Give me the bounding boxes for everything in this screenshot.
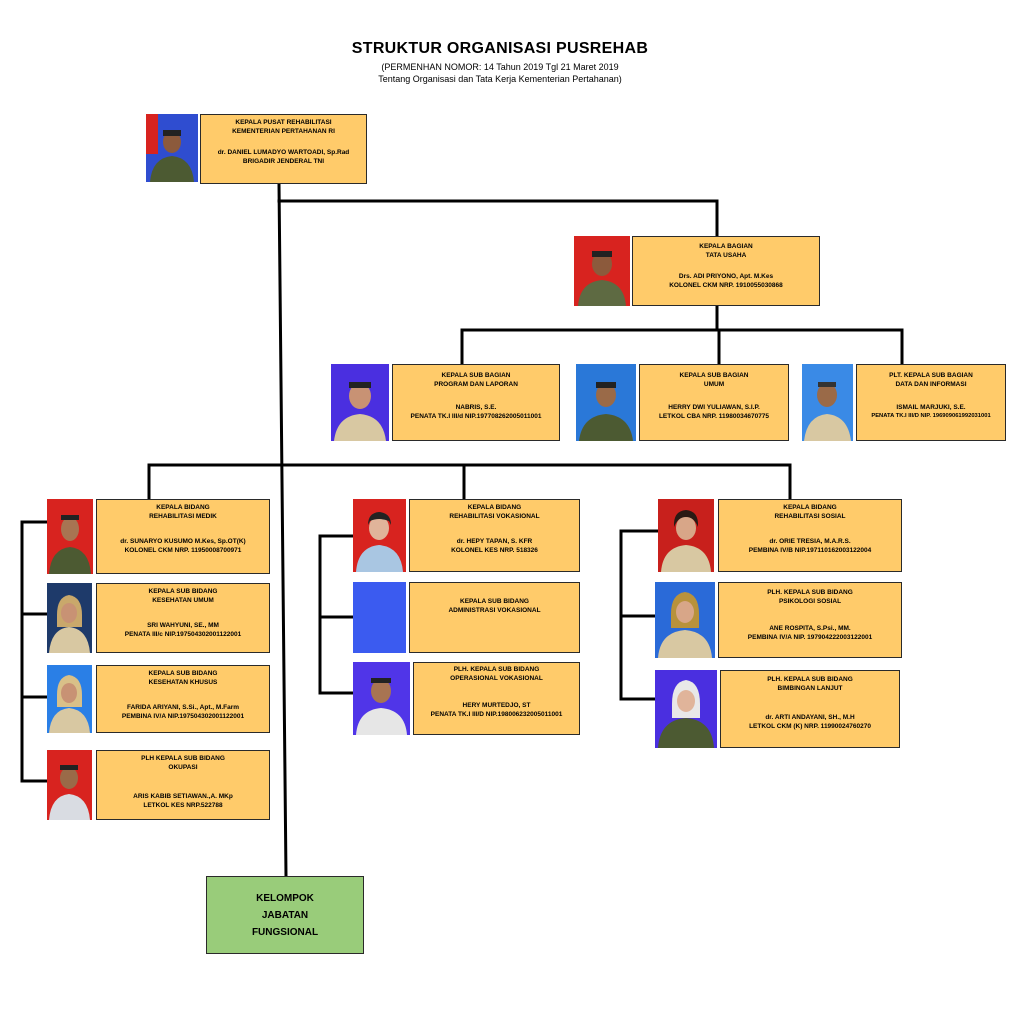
sos-psikologi-title-2: PSIKOLOGI SOSIAL (778, 598, 842, 605)
subbag-umum-name: HERRY DWI YULIAWAN, S.I.P. (668, 404, 760, 411)
vok-operasional-name: HERY MURTEDJO, ST (462, 702, 531, 709)
subbag-umum-photo (576, 364, 636, 441)
medik-kesum-title-1: KEPALA SUB BIDANG (148, 588, 218, 595)
subbag-data-title-2: DATA DAN INFORMASI (895, 381, 967, 388)
sos-kabid-name: dr. ORIE TRESIA, M.A.R.S. (769, 538, 851, 545)
sos-kabid-photo (658, 499, 714, 572)
medik-kesum-name: SRI WAHYUNI, SE., MM (147, 622, 219, 629)
subbag-program-title-1: KEPALA SUB BAGIAN (441, 372, 511, 379)
vok-admin-title-2: ADMINISTRASI VOKASIONAL (448, 607, 541, 614)
medik-okupasi-title-2: OKUPASI (168, 764, 198, 771)
subbag-umum-title-1: KEPALA SUB BAGIAN (679, 372, 749, 379)
fungsional-line-1: KELOMPOK (256, 892, 314, 904)
medik-kabid-box: KEPALA BIDANG REHABILITASI MEDIK dr. SUN… (96, 499, 270, 574)
subbag-program-box: KEPALA SUB BAGIAN PROGRAM DAN LAPORAN NA… (392, 364, 560, 441)
medik-kabid-rank: KOLONEL CKM NRP. 11950008700971 (124, 547, 242, 554)
sos-kabid-title-1: KEPALA BIDANG (783, 504, 837, 511)
subbag-program-name: NABRIS, S.E. (455, 404, 497, 411)
sos-bimbingan-title-2: BIMBINGAN LANJUT (777, 685, 843, 692)
medik-kesum-rank: PENATA III/c NIP.197504302001122001 (124, 631, 242, 638)
tu-rank: KOLONEL CKM NRP. 1910055030868 (669, 282, 783, 289)
vok-operasional-box: PLH. KEPALA SUB BIDANG OPERASIONAL VOKAS… (413, 662, 580, 735)
medik-keskhusus-box: KEPALA SUB BIDANG KESEHATAN KHUSUS FARID… (96, 665, 270, 733)
tu-box: KEPALA BAGIAN TATA USAHA Drs. ADI PRIYON… (632, 236, 820, 306)
subbag-data-title-1: PLT. KEPALA SUB BAGIAN (889, 372, 973, 379)
medik-okupasi-photo (47, 750, 92, 820)
vok-admin-title-1: KEPALA SUB BIDANG (460, 598, 529, 605)
vok-kabid-rank: KOLONEL KES NRP. 518326 (451, 547, 538, 554)
fungsional-line-3: FUNGSIONAL (251, 926, 319, 938)
vok-kabid-name: dr. HEPY TAPAN, S. KFR (456, 538, 533, 545)
tu-title-1: KEPALA BAGIAN (699, 243, 753, 250)
vok-admin-photo (353, 582, 406, 653)
subbag-data-name: ISMAIL MARJUKI, S.E. (896, 404, 966, 411)
vok-operasional-title-2: OPERASIONAL VOKASIONAL (450, 675, 543, 682)
head-photo (146, 114, 198, 182)
medik-kabid-name: dr. SUNARYO KUSUMO M.Kes, Sp.OT(K) (120, 538, 246, 545)
sos-bimbingan-photo (655, 670, 717, 748)
vok-kabid-photo (353, 499, 406, 572)
tu-name: Drs. ADI PRIYONO, Apt. M.Kes (678, 273, 774, 280)
subbag-umum-rank: LETKOL CBA NRP. 11980034670775 (658, 413, 770, 420)
chart-subtitle-1: (PERMENHAN NOMOR: 14 Tahun 2019 Tgl 21 M… (381, 62, 619, 72)
sos-psikologi-name: ANE ROSPITA, S.Psi., MM. (769, 625, 851, 632)
subbag-data-rank: PENATA TK.I III/D NIP. 19690906199203100… (871, 413, 991, 419)
subbag-umum-box: KEPALA SUB BAGIAN UMUM HERRY DWI YULIAWA… (639, 364, 789, 441)
head-name: dr. DANIEL LUMADYO WARTOADI, Sp.Rad (217, 149, 350, 156)
sos-psikologi-rank: PEMBINA IV/A NIP. 197904222003122001 (747, 634, 873, 641)
head-title-2: KEMENTERIAN PERTAHANAN RI (232, 128, 335, 135)
medik-keskhusus-photo (47, 665, 92, 733)
medik-keskhusus-rank: PEMBINA IV/A NIP.197504302001122001 (121, 713, 245, 720)
fungsional-box: KELOMPOK JABATAN FUNGSIONAL (206, 876, 364, 954)
subbag-umum-title-2: UMUM (703, 381, 725, 388)
subbag-data-photo (802, 364, 853, 441)
chart-title: STRUKTUR ORGANISASI PUSREHAB (351, 40, 649, 57)
medik-kesum-photo (47, 583, 92, 653)
medik-kabid-photo (47, 499, 93, 574)
sos-bimbingan-box: PLH. KEPALA SUB BIDANG BIMBINGAN LANJUT … (720, 670, 900, 748)
vok-operasional-photo (353, 662, 410, 735)
subbag-program-title-2: PROGRAM DAN LAPORAN (434, 381, 518, 388)
medik-okupasi-title-1: PLH KEPALA SUB BIDANG (141, 755, 225, 762)
chart-subtitle-2: Tentang Organisasi dan Tata Kerja Kement… (378, 74, 622, 84)
sos-psikologi-box: PLH. KEPALA SUB BIDANG PSIKOLOGI SOSIAL … (718, 582, 902, 658)
sos-kabid-rank: PEMBINA IV/B NIP.197110162003122004 (748, 547, 872, 554)
head-box: KEPALA PUSAT REHABILITASI KEMENTERIAN PE… (200, 114, 367, 184)
medik-kesum-title-2: KESEHATAN UMUM (152, 597, 214, 604)
head-title-1: KEPALA PUSAT REHABILITASI (235, 119, 332, 126)
sos-psikologi-title-1: PLH. KEPALA SUB BIDANG (767, 589, 853, 596)
tu-photo (574, 236, 630, 306)
vok-kabid-box: KEPALA BIDANG REHABILITASI VOKASIONAL dr… (409, 499, 580, 572)
medik-okupasi-rank: LETKOL KES NRP.522788 (143, 802, 223, 809)
sos-kabid-title-2: REHABILITASI SOSIAL (774, 513, 846, 520)
medik-keskhusus-title-1: KEPALA SUB BIDANG (148, 670, 218, 677)
vok-kabid-title-2: REHABILITASI VOKASIONAL (449, 513, 540, 520)
vok-admin-box: KEPALA SUB BIDANG ADMINISTRASI VOKASIONA… (409, 582, 580, 653)
vok-operasional-rank: PENATA TK.I III/D NIP.198006232005011001 (430, 711, 563, 718)
fungsional-line-2: JABATAN (261, 909, 309, 921)
sos-psikologi-photo (655, 582, 715, 658)
sos-bimbingan-rank: LETKOL CKM (K) NRP. 11990024760270 (749, 723, 871, 730)
medik-kesum-box: KEPALA SUB BIDANG KESEHATAN UMUM SRI WAH… (96, 583, 270, 653)
sos-bimbingan-name: dr. ARTI ANDAYANI, SH., M.H (765, 714, 855, 721)
tu-title-2: TATA USAHA (705, 252, 747, 259)
vok-kabid-title-1: KEPALA BIDANG (467, 504, 522, 511)
vok-operasional-title-1: PLH. KEPALA SUB BIDANG (453, 666, 540, 673)
sos-bimbingan-title-1: PLH. KEPALA SUB BIDANG (767, 676, 853, 683)
medik-okupasi-box: PLH KEPALA SUB BIDANG OKUPASI ARIS KABIB… (96, 750, 270, 820)
medik-kabid-title-1: KEPALA BIDANG (156, 504, 210, 511)
head-rank: BRIGADIR JENDERAL TNI (242, 158, 325, 165)
medik-kabid-title-2: REHABILITASI MEDIK (149, 513, 217, 520)
medik-okupasi-name: ARIS KABIB SETIAWAN.,A. MKp (133, 793, 233, 800)
subbag-program-photo (331, 364, 389, 441)
subbag-data-box: PLT. KEPALA SUB BAGIAN DATA DAN INFORMAS… (856, 364, 1006, 441)
sos-kabid-box: KEPALA BIDANG REHABILITASI SOSIAL dr. OR… (718, 499, 902, 572)
medik-keskhusus-title-2: KESEHATAN KHUSUS (148, 679, 218, 686)
medik-keskhusus-name: FARIDA ARIYANI, S.Si., Apt., M.Farm (126, 704, 240, 711)
subbag-program-rank: PENATA TK.I III/d NIP.197708262005011001 (410, 413, 542, 420)
